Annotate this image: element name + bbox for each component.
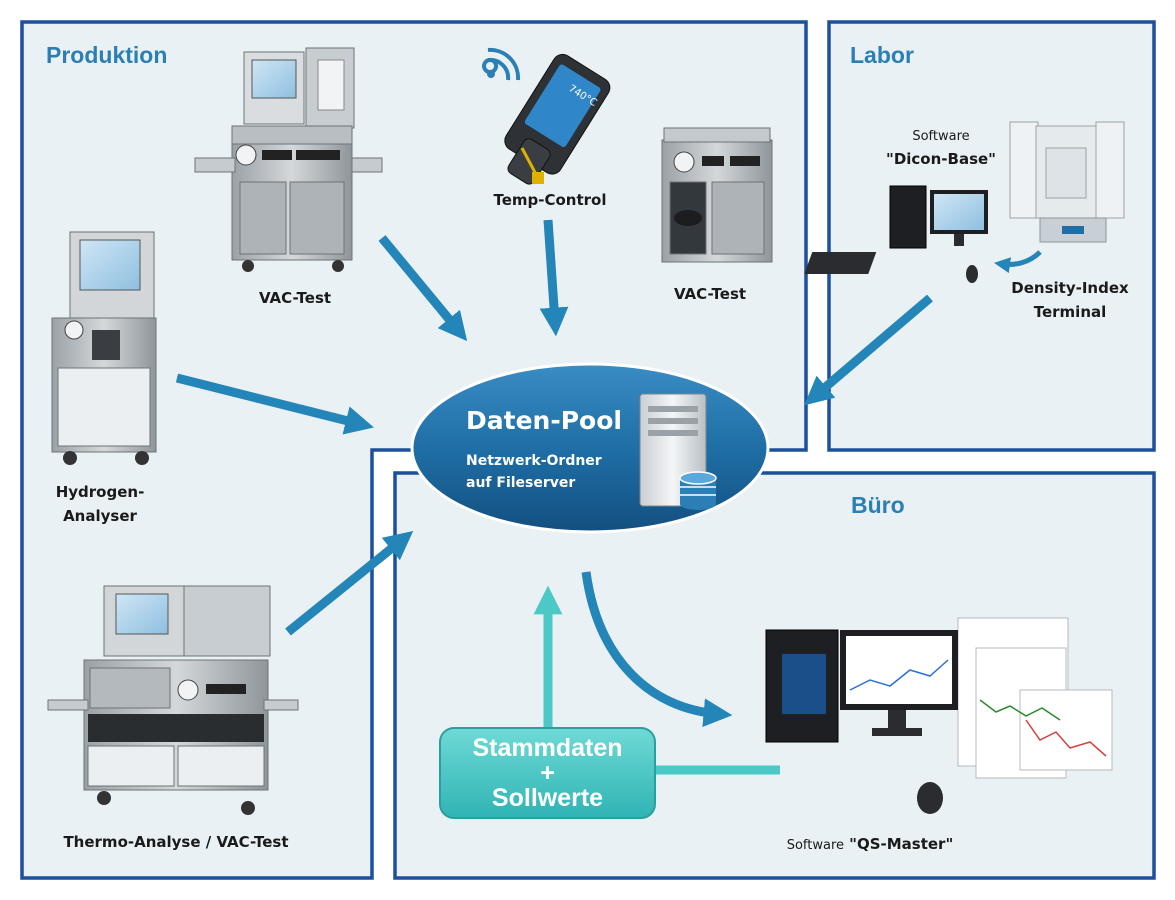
qs-prefix: Software xyxy=(786,838,845,853)
arrow-labor xyxy=(804,294,933,406)
thermo-analyse-device xyxy=(47,585,299,815)
density-index-terminal-device xyxy=(1009,121,1125,243)
label-vac-test-2: VAC-Test xyxy=(673,285,747,303)
dicon-prefix: Software xyxy=(912,129,970,144)
label-density-line2: Terminal xyxy=(1033,303,1107,321)
label-thermo-analyse: Thermo-Analyse / VAC-Test xyxy=(63,833,289,851)
arrow-to-qs-master xyxy=(581,571,733,728)
daten-pool-subtitle: Netzwerk-Ordner auf Fileserver xyxy=(466,450,602,494)
arrows xyxy=(175,219,1042,728)
daten-pool-sub1: Netzwerk-Ordner xyxy=(466,453,602,469)
label-qs-master: Software "QS-Master" xyxy=(760,832,980,858)
label-hydrogen-line2: Analyser xyxy=(63,507,137,525)
stammdaten-box xyxy=(439,727,656,819)
label-vac-test-1: VAC-Test xyxy=(258,289,332,307)
vac-test-1-device xyxy=(194,47,383,272)
label-density-index-terminal: Density-Index Terminal xyxy=(1000,276,1140,324)
daten-pool-title: Daten-Pool xyxy=(466,406,622,435)
label-hydrogen-line1: Hydrogen- xyxy=(55,483,145,501)
dicon-base-pc xyxy=(804,185,988,283)
qs-name: "QS-Master" xyxy=(849,835,954,853)
stammdaten-line1: Stammdaten xyxy=(472,734,623,762)
arrow-vac-test-1 xyxy=(378,235,468,342)
database-icon xyxy=(679,471,717,510)
arrow-thermo xyxy=(285,530,414,636)
label-temp-control: Temp-Control xyxy=(493,191,607,209)
stammdaten-line2: + xyxy=(540,759,555,787)
hydrogen-analyser-device xyxy=(51,231,157,465)
arrow-hydrogen xyxy=(175,373,374,435)
label-dicon-base: Software "Dicon-Base" xyxy=(866,126,1016,170)
section-title-labor: Labor xyxy=(850,42,914,68)
label-density-line1: Density-Index xyxy=(1011,279,1129,297)
stammdaten-line3: Sollwerte xyxy=(491,784,604,812)
vac-test-2-device xyxy=(661,127,773,263)
temp-control-device: 740°C xyxy=(482,47,611,185)
section-title-buero: Büro xyxy=(851,492,905,518)
label-hydrogen-analyser: Hydrogen- Analyser xyxy=(40,480,160,528)
arrow-density-to-pc xyxy=(994,250,1042,274)
daten-pool-ellipse xyxy=(410,362,770,534)
arrow-temp-control xyxy=(539,219,569,337)
dicon-name: "Dicon-Base" xyxy=(886,150,996,168)
daten-pool-sub2: auf Fileserver xyxy=(466,475,576,491)
stammdaten-label: Stammdaten + Sollwerte xyxy=(440,736,655,811)
section-title-produktion: Produktion xyxy=(46,42,168,68)
